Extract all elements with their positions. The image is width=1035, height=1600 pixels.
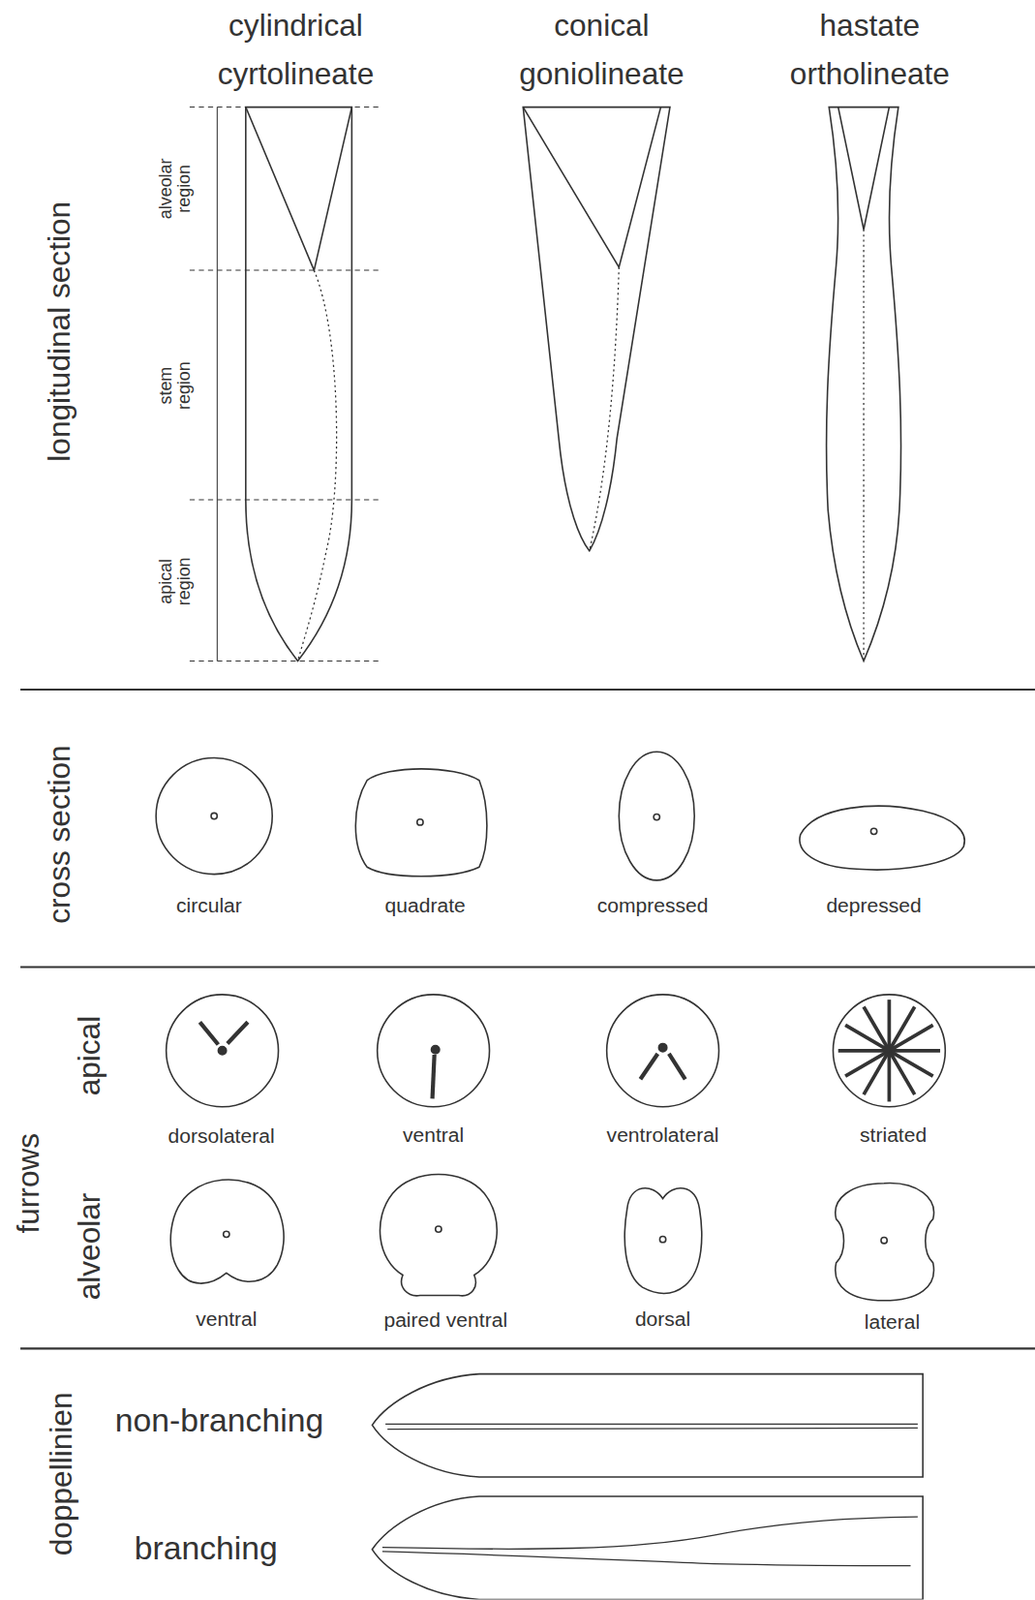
- shape-label: dorsolateral: [168, 1125, 275, 1147]
- shape-label: ventral: [402, 1124, 464, 1146]
- apical-line: [298, 270, 337, 661]
- furrow: [639, 1053, 685, 1079]
- apical-view: [607, 994, 720, 1107]
- subsection-heading: alveolar: [73, 1192, 106, 1301]
- apical-line: [589, 267, 620, 551]
- section-heading: furrows: [12, 1132, 45, 1234]
- cylindrical-rostrum: [245, 107, 353, 662]
- apical-view: [377, 994, 490, 1107]
- doppellinie: [385, 1423, 918, 1429]
- column-heading: hastate: [820, 9, 921, 42]
- apical-line: [862, 229, 864, 662]
- shape-label: lateral: [864, 1310, 920, 1333]
- alveolus: [838, 107, 890, 230]
- shape-label: paired ventral: [383, 1308, 508, 1331]
- shape-label: ventrolateral: [607, 1124, 720, 1146]
- section-heading: cross section: [42, 744, 75, 923]
- doppellinie: [382, 1516, 918, 1566]
- region-label: alveolar region: [156, 150, 194, 227]
- conical-rostrum: [522, 107, 670, 551]
- divider-line: [20, 965, 1035, 968]
- apical-dot: [658, 1042, 667, 1051]
- alveolus: [522, 107, 661, 268]
- non-branching-rostrum: [371, 1373, 923, 1477]
- shape-label: depressed: [825, 894, 921, 916]
- region-label: apical region: [156, 543, 194, 620]
- column-heading: cylindrical: [228, 9, 364, 42]
- striation: [838, 999, 941, 1101]
- ventral-furrow-section: [170, 1179, 284, 1283]
- shape-label: quadrate: [385, 894, 466, 916]
- apical-dot: [217, 1046, 226, 1055]
- region-guides: [189, 107, 380, 662]
- alveolus: [245, 107, 353, 272]
- furrow: [432, 1054, 435, 1098]
- apical-view: [166, 994, 279, 1107]
- paired-ventral-section: [379, 1173, 497, 1295]
- divider-line: [20, 688, 1035, 691]
- circular-section: [155, 758, 273, 875]
- type-label: non-branching: [115, 1402, 324, 1437]
- apical-dot: [870, 827, 877, 834]
- column-heading: goniolineate: [518, 57, 684, 90]
- subsection-heading: apical: [73, 1015, 106, 1096]
- divider-line: [20, 1346, 1035, 1349]
- apical-dot: [435, 1225, 442, 1232]
- apical-dot: [417, 819, 424, 825]
- shape-label: compressed: [597, 894, 709, 916]
- column-heading: ortholineate: [790, 57, 950, 90]
- apical-dot: [659, 1235, 666, 1242]
- shape-label: dorsal: [635, 1308, 691, 1330]
- section-heading: longitudinal section: [42, 201, 75, 462]
- depressed-section: [799, 805, 965, 870]
- hastate-rostrum: [826, 107, 902, 662]
- compressed-section: [618, 751, 695, 881]
- region-label: stem region: [156, 347, 194, 425]
- type-label: branching: [134, 1530, 278, 1565]
- branching-rostrum: [371, 1495, 923, 1599]
- shape-label: ventral: [195, 1308, 257, 1330]
- apical-dot: [653, 813, 660, 820]
- column-heading: conical: [553, 9, 649, 42]
- quadrate-section: [355, 768, 488, 877]
- apical-dot: [881, 1237, 887, 1244]
- apical-view: [832, 994, 945, 1107]
- apical-dot: [211, 812, 217, 819]
- column-heading: cyrtolineate: [217, 57, 375, 90]
- apical-dot: [431, 1045, 440, 1054]
- region-bar: [216, 107, 218, 662]
- dorsal-furrow-section: [624, 1187, 702, 1293]
- section-heading: doppellinien: [45, 1392, 78, 1556]
- shape-label: circular: [176, 894, 243, 916]
- lateral-furrow-section: [835, 1183, 935, 1301]
- apical-dot: [223, 1230, 230, 1237]
- shape-label: striated: [859, 1124, 927, 1146]
- furrow: [199, 1021, 248, 1044]
